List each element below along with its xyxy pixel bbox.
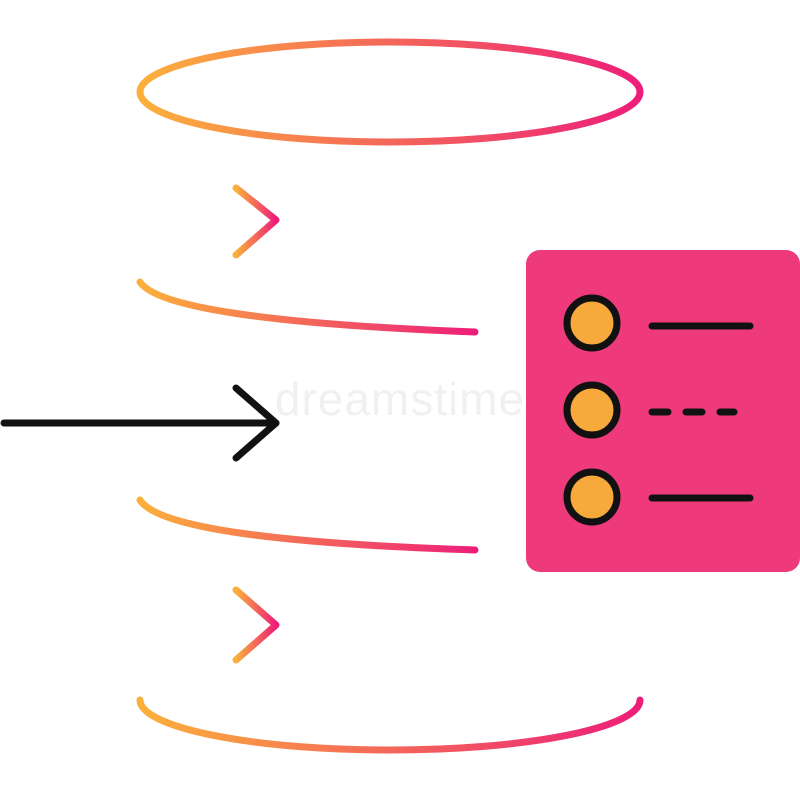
- database-bottom-curve: [136, 696, 644, 754]
- list-document-icon: [526, 250, 800, 572]
- list-item: [563, 468, 754, 526]
- database-middle-ring-upper: [136, 278, 479, 336]
- list-item: [563, 381, 738, 439]
- database-cylinder-icon: [136, 38, 644, 754]
- list-item: [563, 294, 754, 352]
- bullet-dot-icon: [563, 468, 621, 526]
- database-middle-ring-lower: [136, 496, 479, 554]
- bottom-arrow-icon: [0, 586, 280, 664]
- bullet-dot-icon: [563, 381, 621, 439]
- middle-arrow-icon: [0, 384, 280, 462]
- database-top-ellipse: [136, 38, 644, 146]
- bullet-dot-icon: [563, 294, 621, 352]
- top-arrow-icon: [0, 184, 280, 259]
